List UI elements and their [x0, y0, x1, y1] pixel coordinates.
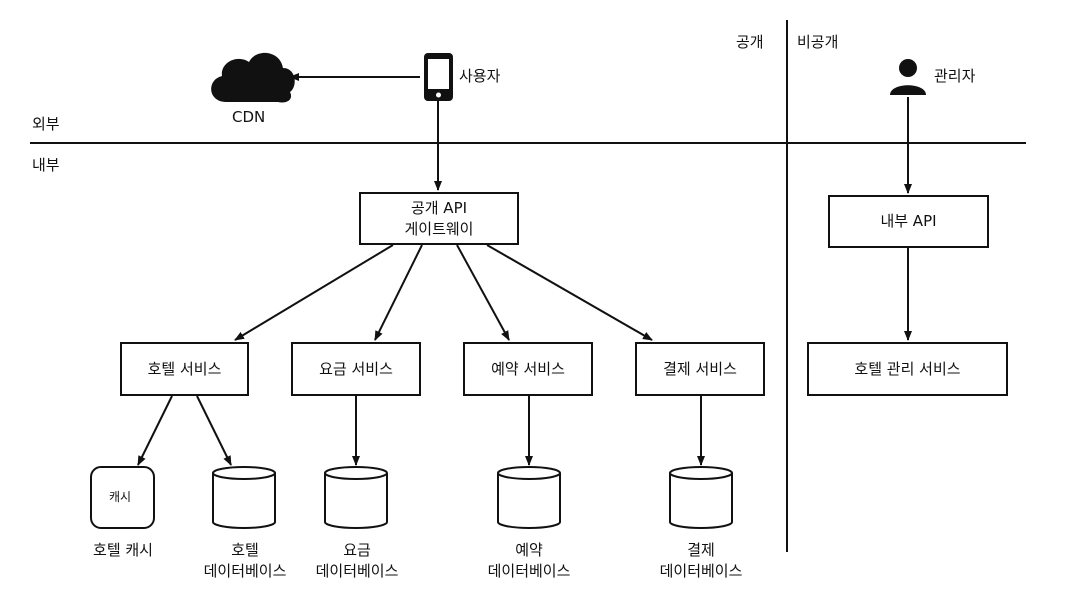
- hotel-service-node: 호텔 서비스: [120, 342, 249, 396]
- user-label: 사용자: [459, 67, 501, 85]
- arrow-gateway-to-payment: [486, 244, 653, 341]
- cache-box-label: 캐시: [109, 490, 132, 504]
- arrow-hotel-to-db: [196, 395, 232, 466]
- reservation-database-icon: [497, 466, 561, 529]
- admin-label: 관리자: [934, 67, 976, 85]
- payment-db-line1: 결제: [687, 541, 715, 559]
- rate-service-label: 요금 서비스: [319, 359, 393, 378]
- hotel-cache-caption: 호텔 캐시: [93, 540, 153, 561]
- payment-service-node: 결제 서비스: [635, 342, 765, 396]
- cloud-icon: [211, 52, 295, 103]
- reservation-db-line1: 예약: [515, 541, 543, 559]
- reservation-service-label: 예약 서비스: [491, 359, 565, 378]
- hotel-database-icon: [212, 466, 276, 529]
- payment-db-line2: 데이터베이스: [659, 562, 743, 580]
- rate-db-line2: 데이터베이스: [315, 562, 399, 580]
- zone-external-label: 외부: [32, 115, 60, 133]
- zone-internal-label: 내부: [32, 156, 60, 174]
- reservation-database-caption: 예약 데이터베이스: [488, 540, 571, 582]
- hotel-service-label: 호텔 서비스: [147, 359, 222, 378]
- zone-private-label: 비공개: [797, 33, 839, 51]
- hotel-db-line2: 데이터베이스: [203, 562, 287, 580]
- admin-person-icon: [890, 59, 926, 95]
- payment-database-icon: [669, 466, 733, 529]
- internal-api-label: 내부 API: [880, 212, 937, 231]
- payment-service-label: 결제 서비스: [663, 359, 737, 378]
- arrow-gateway-to-rate: [374, 244, 423, 341]
- payment-database-caption: 결제 데이터베이스: [660, 540, 743, 582]
- internal-api-node: 내부 API: [828, 195, 989, 248]
- cdn-label: CDN: [232, 108, 266, 126]
- rate-db-line1: 요금: [343, 541, 371, 559]
- zone-public-label: 공개: [736, 33, 764, 51]
- reservation-service-node: 예약 서비스: [463, 342, 593, 396]
- hotel-database-caption: 호텔 데이터베이스: [204, 540, 287, 582]
- rate-database-caption: 요금 데이터베이스: [316, 540, 399, 582]
- public-api-gateway-node: 공개 API 게이트웨이: [359, 192, 519, 245]
- rate-database-icon: [324, 466, 388, 529]
- arrow-gateway-to-reservation: [456, 244, 510, 341]
- hotel-management-service-label: 호텔 관리 서비스: [854, 359, 961, 378]
- smartphone-icon: [424, 53, 453, 101]
- arrow-gateway-to-hotel: [234, 244, 394, 341]
- gateway-line1: 공개 API: [410, 199, 468, 218]
- rate-service-node: 요금 서비스: [291, 342, 421, 396]
- gateway-line2: 게이트웨이: [404, 219, 474, 238]
- hotel-db-line1: 호텔: [231, 541, 259, 559]
- hotel-cache-node: [90, 466, 155, 529]
- arrow-hotel-to-cache: [137, 395, 173, 466]
- hotel-cache-caption-text: 호텔 캐시: [93, 541, 153, 559]
- hotel-management-service-node: 호텔 관리 서비스: [807, 342, 1008, 396]
- reservation-db-line2: 데이터베이스: [487, 562, 571, 580]
